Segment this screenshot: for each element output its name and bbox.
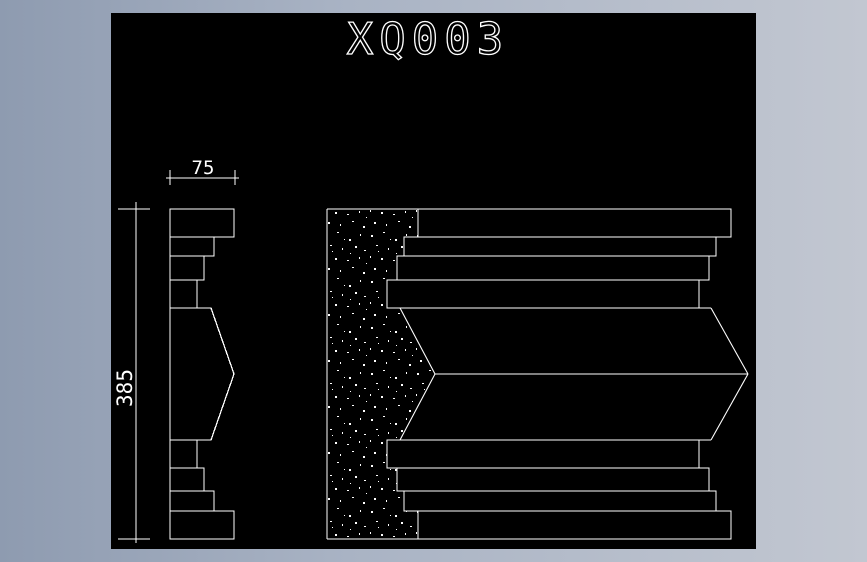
width-dimension-label: 75 <box>192 157 215 179</box>
band-bottom-3 <box>396 467 710 492</box>
width-dimension: 75 <box>166 157 239 185</box>
height-dimension: 385 <box>113 202 150 543</box>
band-top-2 <box>403 236 717 257</box>
cad-drawing-canvas[interactable] <box>111 13 756 549</box>
band-bottom-1 <box>417 510 732 540</box>
drawing-title: XQ003 <box>347 14 509 65</box>
chevron-band <box>399 307 749 441</box>
band-top-3 <box>396 255 710 281</box>
height-dimension-label: 385 <box>113 369 137 407</box>
section-view <box>326 208 749 540</box>
band-bottom-4 <box>386 439 700 469</box>
band-top-4 <box>386 279 700 309</box>
side-profile: 75 385 <box>113 157 239 543</box>
profile-outline <box>169 208 235 540</box>
band-bottom-2 <box>403 490 717 512</box>
hatch-fill <box>327 209 435 539</box>
band-top-1 <box>417 208 732 238</box>
